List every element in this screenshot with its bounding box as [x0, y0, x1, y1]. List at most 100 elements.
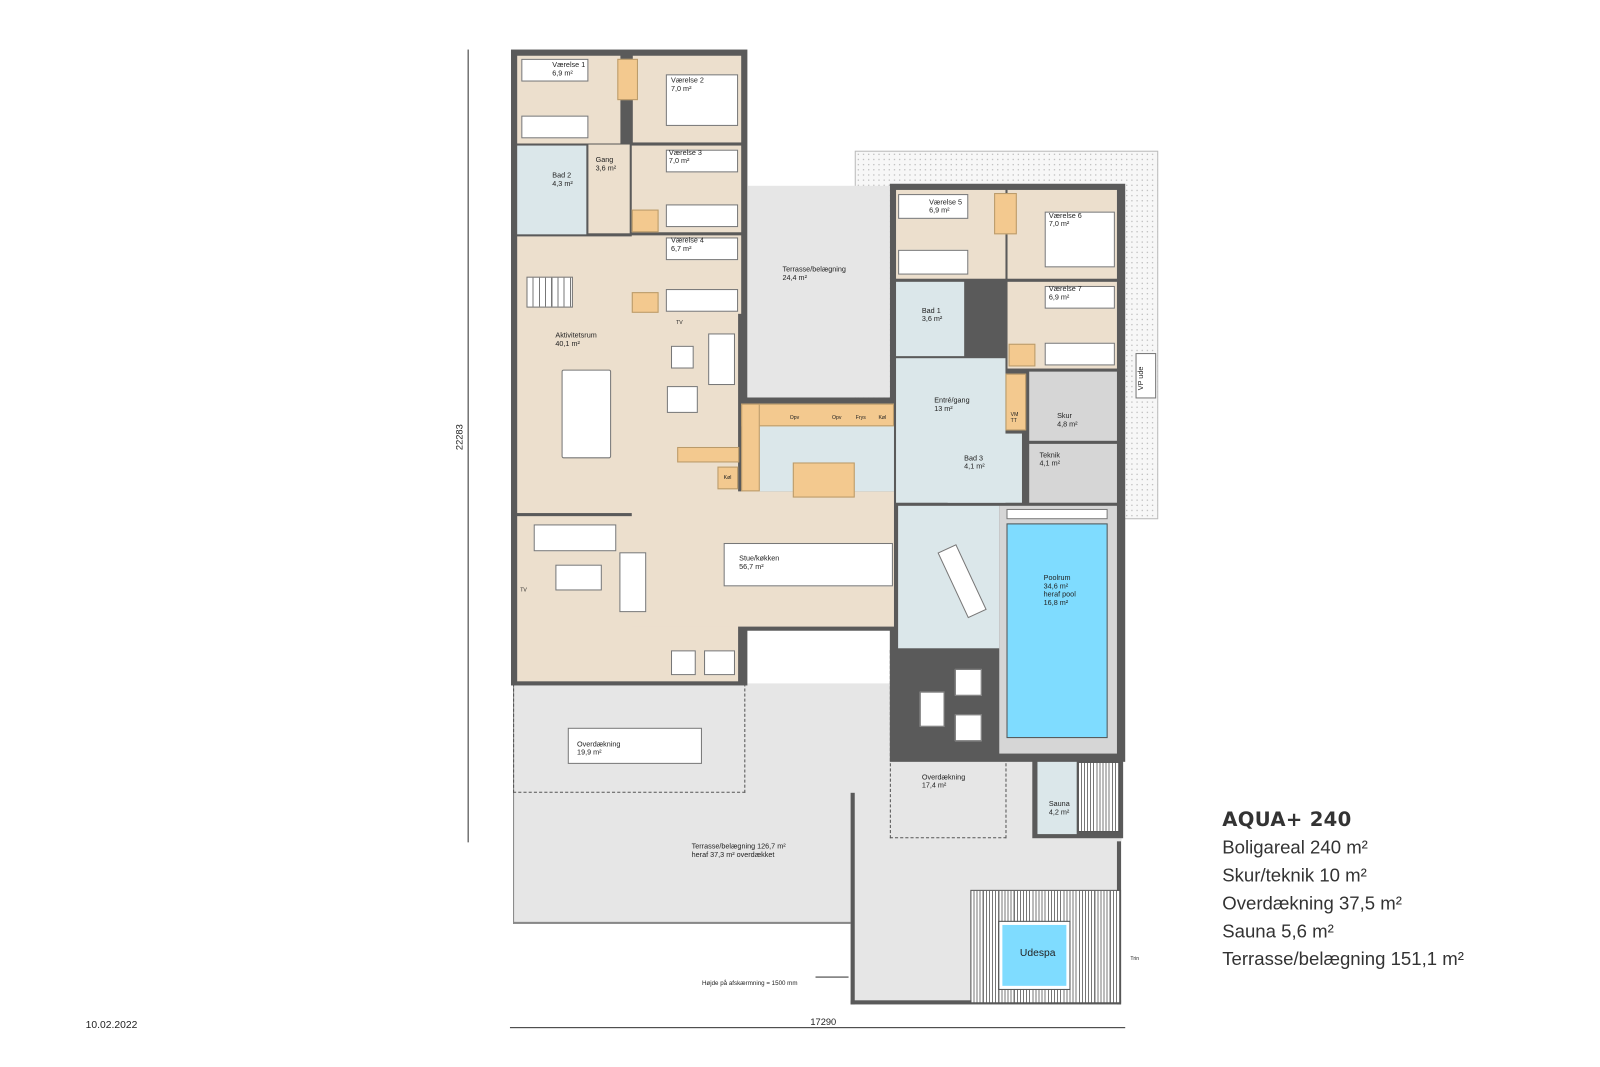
fridge [717, 466, 739, 490]
drawing-date: 10.02.2022 [85, 1019, 138, 1032]
area-summary: AQUA+ 240 Boligareal 240 m² Skur/teknik … [1222, 808, 1464, 973]
room-sauna [1037, 761, 1077, 835]
room-name: Entré/gang [934, 397, 970, 405]
room-area: 6,7 m² [670, 245, 692, 253]
room-area: 56,7 m² [739, 563, 764, 571]
lounge-chair [954, 668, 982, 696]
terrace-courtyard [747, 185, 890, 398]
room-area: 19,9 m² [577, 749, 602, 757]
room-bad-3 [947, 433, 1022, 503]
room-name: Sauna [1048, 801, 1070, 809]
room-name: Teknik [1039, 452, 1061, 460]
room-name: Gang [595, 156, 614, 165]
room-area: 4,1 m² [1039, 460, 1061, 468]
room-area: 40,1 m² [555, 340, 580, 348]
room-area: 4,3 m² [552, 180, 573, 188]
room-name: Overdækning [577, 741, 621, 749]
sauna-deck [1077, 761, 1121, 833]
label-opv-2: Opv [832, 414, 842, 422]
pool [1006, 523, 1108, 739]
summary-line: Terrasse/belægning 151,1 m² [1222, 948, 1464, 970]
summary-line: Sauna 5,6 m² [1222, 920, 1334, 942]
pool-table [561, 369, 612, 459]
room-name: Skur [1057, 412, 1072, 421]
foosball-table [526, 276, 573, 308]
bed [898, 194, 969, 219]
room-name: Terrasse/belægning [782, 266, 846, 274]
label-tt: TT [1010, 418, 1017, 425]
pool-area: 16,8 m² [1043, 599, 1069, 607]
label-kol-1: Køl [878, 414, 887, 422]
kitchen-counter-side [741, 403, 760, 492]
room-name: Værelse 3 [668, 149, 702, 157]
cabinet-vm [1005, 373, 1027, 431]
room-name: Aktivitetsrum [555, 332, 597, 340]
wardrobe [994, 193, 1017, 235]
wardrobe [617, 58, 638, 101]
room-area: 4,1 m² [964, 463, 985, 471]
heat-pump [1135, 353, 1157, 399]
room-name: Værelse 2 [670, 77, 704, 85]
bed [1044, 285, 1115, 309]
wardrobe [1008, 343, 1036, 367]
room-name: Værelse 1 [552, 61, 586, 70]
bed [521, 58, 589, 82]
room-skur [1029, 371, 1117, 441]
room-name: Stue/køkken [739, 555, 780, 563]
summary-line: Overdækning 37,5 m² [1222, 892, 1402, 914]
pool-sub: heraf pool [1043, 591, 1076, 599]
chair [670, 650, 696, 676]
room-area: 7,0 m² [670, 85, 692, 93]
room-area: 6,9 m² [552, 70, 573, 78]
pool-cover [1006, 508, 1108, 520]
outdoor-spa [998, 920, 1071, 990]
coffee-table [555, 564, 602, 591]
kitchen-island [792, 462, 855, 498]
bed [665, 237, 739, 261]
spa-label: Udespa [1019, 947, 1056, 960]
bed [521, 115, 589, 139]
room-area: 6,9 m² [1048, 294, 1070, 302]
summary-line: Skur/teknik 10 m² [1222, 865, 1367, 886]
screen-height-note: Højde på afskærmning = 1500 mm [701, 980, 798, 987]
chair [670, 345, 694, 369]
armchair [704, 650, 735, 676]
armchair [666, 386, 698, 413]
room-area: 3,6 m² [595, 165, 617, 173]
room-name: Terrasse/belægning 126,7 m² [691, 843, 786, 851]
kitchen-counter [741, 403, 894, 427]
room-name: Overdækning [921, 774, 966, 782]
room-area: 7,0 m² [1048, 220, 1070, 229]
bar-counter [677, 446, 740, 463]
label-vm: VM [1010, 411, 1019, 419]
label-kol-2: Køl [723, 474, 732, 482]
room-name: Bad 2 [552, 172, 572, 180]
bed [665, 149, 739, 173]
bed [665, 74, 739, 126]
room-name: Værelse 7 [1048, 285, 1082, 294]
room-name: Bad 3 [964, 455, 984, 463]
bed [665, 289, 739, 312]
room-area: 7,0 m² [668, 157, 690, 166]
dimension-height: 22283 [454, 424, 465, 451]
room-area: 24,4 m² [782, 274, 807, 282]
label-frys: Frys [855, 414, 866, 422]
dimension-width: 17290 [810, 1016, 837, 1028]
room-teknik [1029, 443, 1117, 503]
sofa [533, 524, 617, 552]
